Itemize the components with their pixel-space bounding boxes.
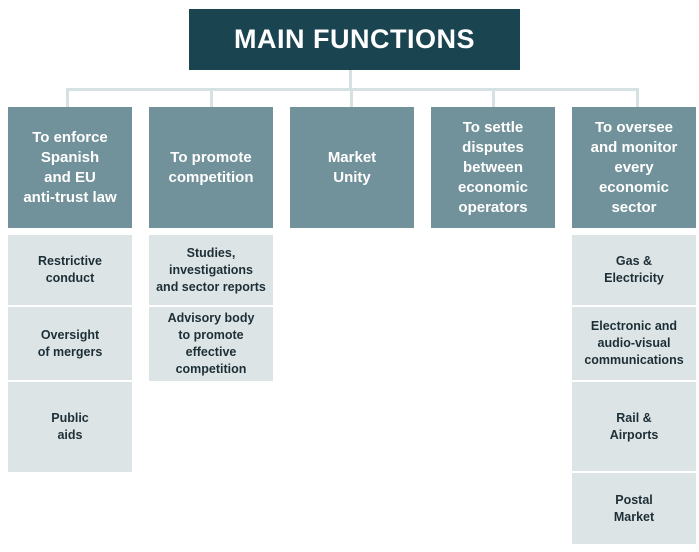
- column-connector-2: [210, 88, 213, 107]
- column-connector-5: [636, 88, 639, 107]
- column-connector-3: [350, 88, 353, 107]
- item-public-aids: Public aids: [8, 382, 132, 472]
- item-rail-airports: Rail & Airports: [572, 382, 696, 471]
- item-restrictive-conduct: Restrictive conduct: [8, 235, 132, 305]
- item-electronic-communications: Electronic and audio-visual communicatio…: [572, 307, 696, 380]
- title-connector: [349, 70, 352, 88]
- function-promote-competition: To promote competition: [149, 107, 273, 228]
- item-gas-electricity: Gas & Electricity: [572, 235, 696, 305]
- main-functions-title: MAIN FUNCTIONS: [189, 9, 520, 70]
- function-oversee-sectors: To oversee and monitor every economic se…: [572, 107, 696, 228]
- item-postal-market: Postal Market: [572, 473, 696, 544]
- item-studies-investigations: Studies, investigations and sector repor…: [149, 235, 273, 305]
- column-connector-1: [66, 88, 69, 107]
- column-connector-4: [492, 88, 495, 107]
- item-oversight-of-mergers: Oversight of mergers: [8, 307, 132, 380]
- item-advisory-body: Advisory body to promote effective compe…: [149, 307, 273, 381]
- function-market-unity: Market Unity: [290, 107, 414, 228]
- function-settle-disputes: To settle disputes between economic oper…: [431, 107, 555, 228]
- function-enforce-antitrust: To enforce Spanish and EU anti-trust law: [8, 107, 132, 228]
